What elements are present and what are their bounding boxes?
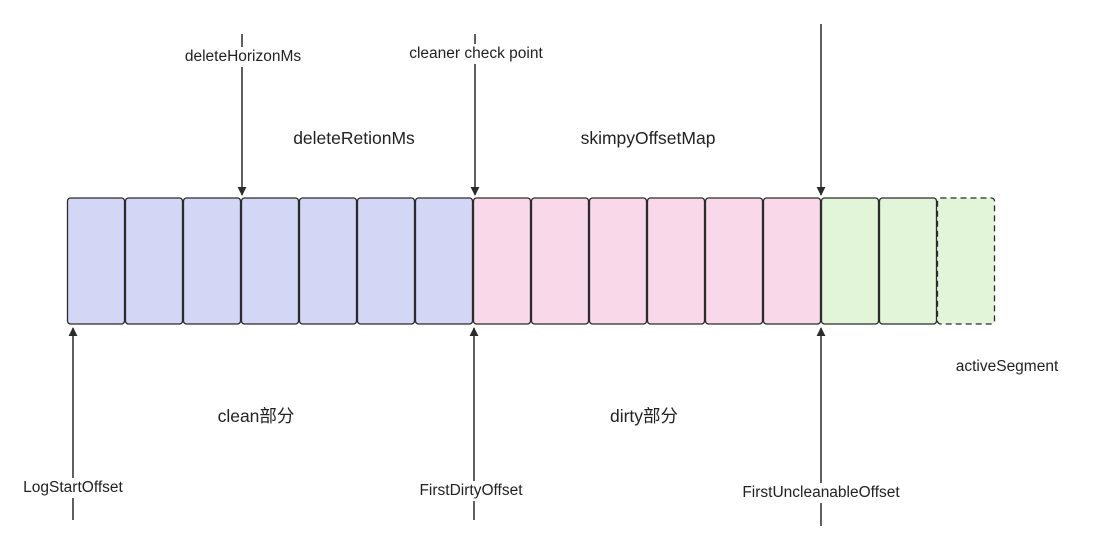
delete-horizon-label: deleteHorizonMs xyxy=(182,47,304,67)
segment-clean-4 xyxy=(298,197,358,325)
segment-dirty-11 xyxy=(704,197,764,325)
segment-active-14 xyxy=(878,197,938,325)
segment-clean-0 xyxy=(66,197,126,325)
dirty-part-label: dirty部分 xyxy=(609,406,679,426)
segment-dirty-9 xyxy=(588,197,648,325)
delete-retention-label: deleteRetionMs xyxy=(293,128,415,148)
first-dirty-offset-label: FirstDirtyOffset xyxy=(417,481,525,501)
segment-clean-2 xyxy=(182,197,242,325)
log-start-offset-label: LogStartOffset xyxy=(21,478,125,498)
active-segment-label: activeSegment xyxy=(955,358,1059,375)
segment-dirty-7 xyxy=(472,197,532,325)
segment-dirty-10 xyxy=(646,197,706,325)
segment-clean-5 xyxy=(356,197,416,325)
segment-clean-6 xyxy=(414,197,474,325)
skimpy-offset-map-label: skimpyOffsetMap xyxy=(580,128,716,148)
segment-dirty-8 xyxy=(530,197,590,325)
segment-active-15 xyxy=(936,197,996,325)
clean-part-label: clean部分 xyxy=(217,406,295,426)
segment-dirty-12 xyxy=(762,197,822,325)
cleaner-checkpoint-label: cleaner check point xyxy=(407,44,545,64)
segment-clean-1 xyxy=(124,197,184,325)
first-uncleanable-offset-label: FirstUncleanableOffset xyxy=(740,483,902,503)
segment-clean-3 xyxy=(240,197,300,325)
segment-row xyxy=(66,197,996,325)
segment-active-13 xyxy=(820,197,880,325)
